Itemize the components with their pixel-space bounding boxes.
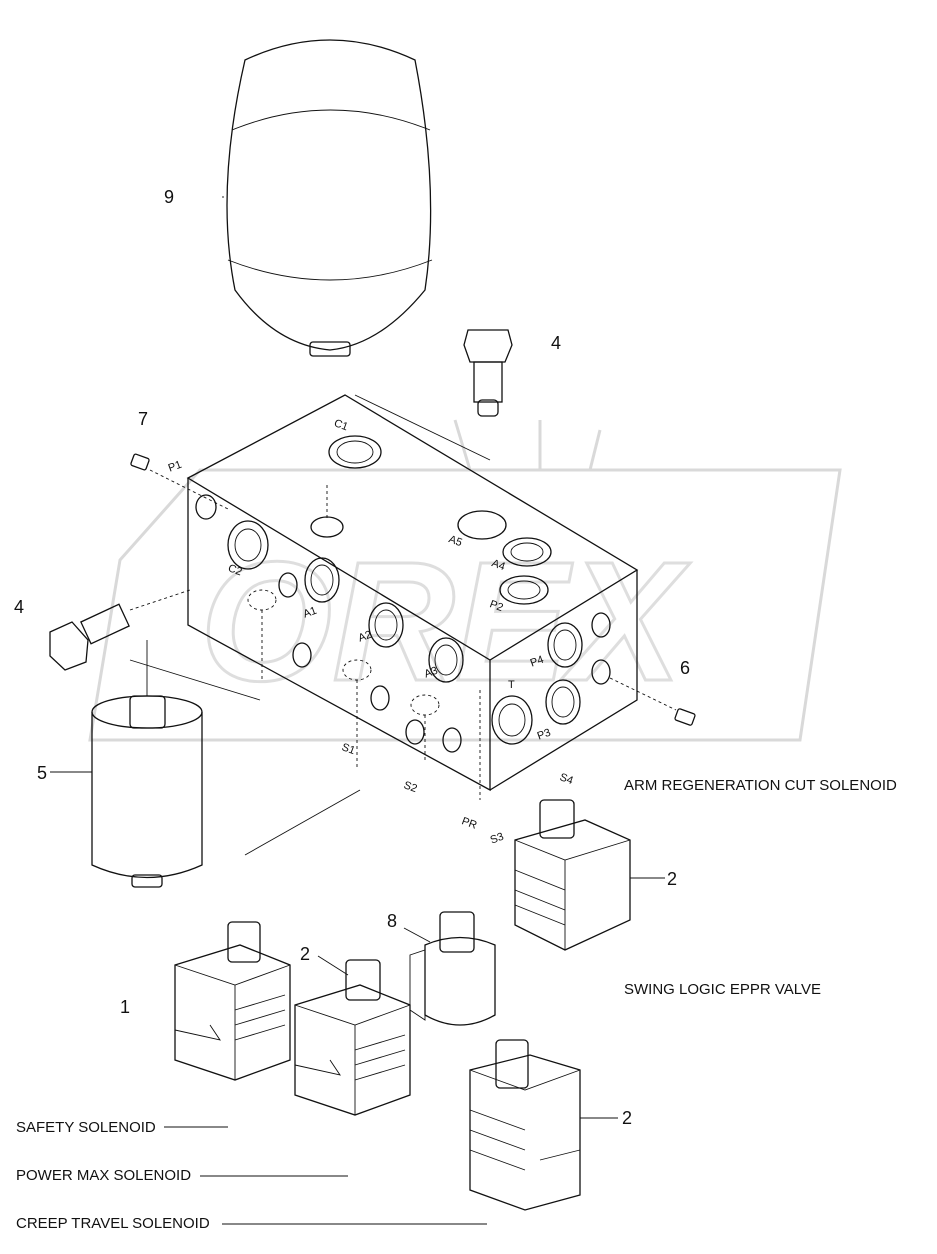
- port-label-p1: P1: [167, 459, 184, 475]
- callout-4-left: 4: [14, 597, 25, 617]
- callout-1: 1: [120, 997, 131, 1017]
- callout-9: 9: [164, 187, 175, 207]
- port-label-pr: PR: [460, 815, 479, 832]
- callout-5: 5: [37, 763, 48, 783]
- leader-lines: [50, 196, 665, 1225]
- port-label-p2: P2: [488, 598, 505, 614]
- callout-6: 6: [680, 658, 691, 678]
- callout-2-right: 2: [667, 869, 678, 889]
- port-label-p4: P4: [529, 654, 546, 670]
- port-label-c2: C2: [226, 562, 243, 578]
- watermark-text: OREX: [200, 527, 690, 717]
- port-labels: C1 C2 P1 A1 A2 A3 A4 A5 P2 P3 P4 T S1 S2…: [167, 417, 575, 846]
- callout-7: 7: [138, 409, 149, 429]
- eppr-valve-part-8: [409, 911, 496, 1026]
- port-label-s3: S3: [489, 831, 506, 847]
- label-swing-logic-eppr-valve: SWING LOGIC EPPR VALVE: [624, 981, 821, 998]
- solenoid-part-2-middle: [294, 959, 411, 1116]
- plug-part-4-top: [463, 329, 513, 417]
- port-label-s2: S2: [402, 779, 419, 795]
- accumulator-part-9: [226, 39, 433, 357]
- port-label-c1: C1: [332, 417, 349, 433]
- port-label-a5: A5: [447, 533, 464, 549]
- orex-watermark: OREX: [88, 419, 842, 742]
- set-screw-part-7: [130, 453, 231, 511]
- callout-8: 8: [387, 911, 398, 931]
- label-power-max-solenoid: POWER MAX SOLENOID: [16, 1167, 192, 1184]
- callout-2-middle: 2: [300, 944, 311, 964]
- solenoid-part-2-right: [514, 799, 631, 951]
- port-label-a2: A2: [357, 629, 374, 645]
- valve-manifold-block: [129, 394, 639, 856]
- callout-4-top: 4: [551, 333, 562, 353]
- port-label-a1: A1: [302, 605, 319, 621]
- label-creep-travel-solenoid: CREEP TRAVEL SOLENOID: [16, 1215, 210, 1232]
- label-arm-regeneration-cut-solenoid: ARM REGENERATION CUT SOLENOID: [624, 777, 897, 794]
- callout-2-bottom: 2: [622, 1108, 633, 1128]
- port-label-a3: A3: [423, 665, 440, 681]
- solenoid-part-2-bottom: [469, 1039, 581, 1211]
- port-label-s1: S1: [340, 741, 357, 757]
- port-label-s4: S4: [558, 771, 575, 787]
- port-label-a4: A4: [490, 557, 507, 573]
- solenoid-part-1: [174, 921, 291, 1081]
- port-label-p3: P3: [536, 727, 553, 743]
- port-label-t: T: [508, 679, 515, 691]
- set-screw-part-6: [609, 677, 696, 726]
- plug-part-4-left: [49, 589, 191, 671]
- label-safety-solenoid: SAFETY SOLENOID: [16, 1119, 156, 1136]
- filter-part-5: [91, 640, 203, 888]
